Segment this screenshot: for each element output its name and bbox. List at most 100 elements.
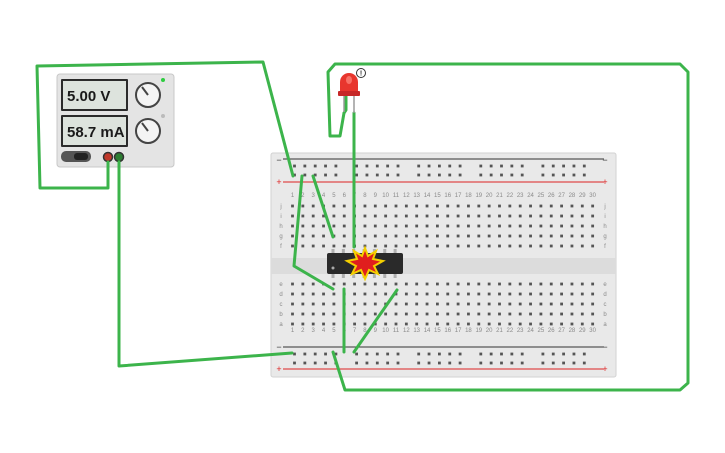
breadboard-hole[interactable] — [591, 302, 595, 306]
breadboard-hole[interactable] — [404, 282, 408, 286]
breadboard-hole[interactable] — [456, 234, 460, 238]
breadboard-hole[interactable] — [551, 173, 555, 177]
breadboard-hole[interactable] — [373, 282, 377, 286]
breadboard-hole[interactable] — [570, 292, 574, 296]
breadboard-hole[interactable] — [456, 312, 460, 316]
breadboard-hole[interactable] — [415, 322, 419, 326]
breadboard-hole[interactable] — [332, 214, 336, 218]
wire[interactable] — [352, 288, 399, 354]
breadboard-hole[interactable] — [570, 224, 574, 228]
breadboard-hole[interactable] — [311, 292, 315, 296]
breadboard-hole[interactable] — [384, 214, 388, 218]
breadboard-hole[interactable] — [456, 214, 460, 218]
breadboard-hole[interactable] — [518, 322, 522, 326]
breadboard-hole[interactable] — [446, 204, 450, 208]
breadboard-hole[interactable] — [334, 173, 338, 177]
breadboard-hole[interactable] — [570, 214, 574, 218]
breadboard-hole[interactable] — [498, 312, 501, 316]
breadboard-hole[interactable] — [529, 302, 532, 306]
breadboard-hole[interactable] — [560, 312, 563, 316]
breadboard-hole[interactable] — [415, 302, 419, 306]
breadboard-hole[interactable] — [500, 164, 503, 168]
breadboard-hole[interactable] — [293, 173, 296, 177]
breadboard-hole[interactable] — [373, 322, 377, 326]
breadboard-hole[interactable] — [332, 204, 336, 208]
breadboard-hole[interactable] — [291, 312, 294, 316]
breadboard-hole[interactable] — [467, 214, 470, 218]
breadboard-hole[interactable] — [580, 234, 584, 238]
breadboard-hole[interactable] — [508, 234, 512, 238]
breadboard-hole[interactable] — [570, 322, 574, 326]
breadboard-hole[interactable] — [560, 204, 563, 208]
breadboard-hole[interactable] — [291, 282, 294, 286]
breadboard-hole[interactable] — [520, 361, 524, 365]
breadboard-hole[interactable] — [539, 312, 543, 316]
breadboard-hole[interactable] — [363, 234, 367, 238]
breadboard-hole[interactable] — [467, 224, 470, 228]
breadboard-hole[interactable] — [560, 234, 563, 238]
breadboard-hole[interactable] — [572, 361, 576, 365]
breadboard-hole[interactable] — [551, 352, 555, 356]
breadboard-hole[interactable] — [487, 322, 491, 326]
breadboard-hole[interactable] — [549, 244, 553, 248]
breadboard-hole[interactable] — [417, 361, 421, 365]
breadboard-hole[interactable] — [467, 234, 470, 238]
breadboard-hole[interactable] — [570, 282, 574, 286]
breadboard-hole[interactable] — [425, 214, 429, 218]
breadboard-hole[interactable] — [324, 352, 327, 356]
breadboard-hole[interactable] — [311, 312, 315, 316]
breadboard-hole[interactable] — [508, 322, 512, 326]
breadboard-hole[interactable] — [477, 214, 481, 218]
breadboard-hole[interactable] — [332, 322, 336, 326]
breadboard-hole[interactable] — [498, 204, 501, 208]
breadboard-hole[interactable] — [580, 244, 584, 248]
breadboard-hole[interactable] — [477, 292, 481, 296]
breadboard-hole[interactable] — [489, 352, 493, 356]
breadboard-hole[interactable] — [425, 322, 429, 326]
breadboard-hole[interactable] — [520, 173, 524, 177]
breadboard-hole[interactable] — [404, 244, 408, 248]
breadboard-hole[interactable] — [510, 352, 514, 356]
breadboard-hole[interactable] — [582, 164, 586, 168]
breadboard-hole[interactable] — [436, 234, 439, 238]
breadboard-hole[interactable] — [498, 282, 501, 286]
breadboard-hole[interactable] — [386, 361, 390, 365]
breadboard-hole[interactable] — [301, 322, 305, 326]
breadboard-hole[interactable] — [436, 282, 439, 286]
breadboard-hole[interactable] — [415, 204, 419, 208]
breadboard-hole[interactable] — [518, 292, 522, 296]
breadboard-hole[interactable] — [508, 244, 512, 248]
breadboard-hole[interactable] — [415, 214, 419, 218]
breadboard-hole[interactable] — [487, 302, 491, 306]
breadboard-hole[interactable] — [311, 322, 315, 326]
breadboard-hole[interactable] — [580, 204, 584, 208]
breadboard-hole[interactable] — [396, 164, 400, 168]
breadboard-hole[interactable] — [438, 164, 441, 168]
breadboard-hole[interactable] — [386, 173, 390, 177]
breadboard-hole[interactable] — [396, 361, 400, 365]
breadboard-hole[interactable] — [365, 361, 369, 365]
breadboard-hole[interactable] — [560, 214, 563, 218]
breadboard-hole[interactable] — [551, 361, 555, 365]
breadboard-hole[interactable] — [301, 312, 305, 316]
breadboard-hole[interactable] — [549, 214, 553, 218]
breadboard-hole[interactable] — [508, 292, 512, 296]
breadboard-hole[interactable] — [560, 282, 563, 286]
breadboard-hole[interactable] — [539, 234, 543, 238]
breadboard-hole[interactable] — [436, 204, 439, 208]
breadboard-hole[interactable] — [353, 292, 356, 296]
breadboard-hole[interactable] — [293, 352, 296, 356]
breadboard-hole[interactable] — [479, 164, 483, 168]
breadboard-hole[interactable] — [498, 214, 501, 218]
breadboard-hole[interactable] — [446, 234, 450, 238]
breadboard-hole[interactable] — [425, 292, 429, 296]
breadboard-hole[interactable] — [375, 164, 379, 168]
breadboard-hole[interactable] — [436, 214, 439, 218]
breadboard-hole[interactable] — [375, 361, 379, 365]
breadboard-hole[interactable] — [396, 352, 400, 356]
breadboard-hole[interactable] — [365, 352, 369, 356]
breadboard-hole[interactable] — [448, 164, 452, 168]
breadboard-hole[interactable] — [386, 352, 390, 356]
breadboard-hole[interactable] — [591, 214, 595, 218]
